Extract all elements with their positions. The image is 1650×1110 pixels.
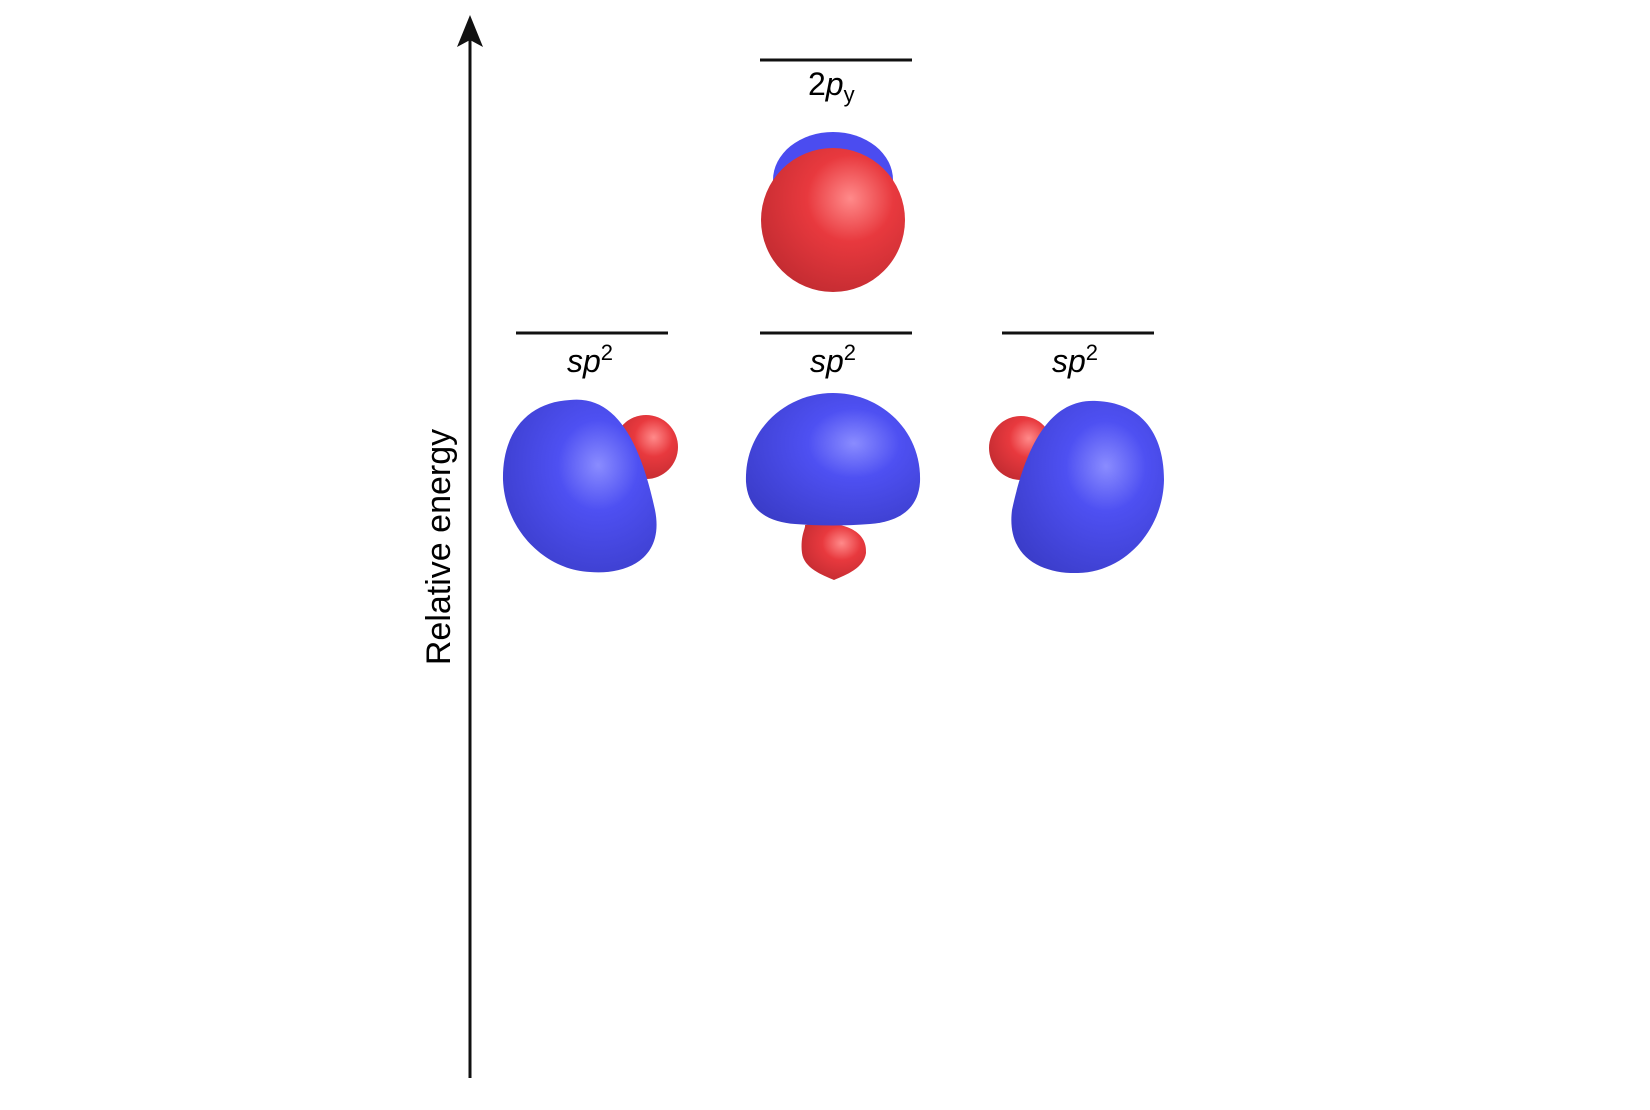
sp2-orbital-left-icon	[502, 399, 678, 573]
label-sup: 2	[601, 340, 613, 365]
axis-label: Relative energy	[420, 429, 458, 665]
p-orbital-icon	[761, 132, 905, 292]
level-label: sp2	[1052, 340, 1098, 379]
label-italic: sp	[810, 343, 844, 379]
label-sup: 2	[1086, 340, 1098, 365]
label-italic: p	[825, 66, 844, 102]
level-sp2-right: sp2	[989, 331, 1164, 574]
energy-axis: Relative energy	[420, 15, 483, 1078]
sp2-orbital-right-icon	[989, 400, 1164, 574]
label-sub: y	[844, 82, 855, 107]
label-sup: 2	[844, 340, 856, 365]
label-italic: sp	[1052, 343, 1086, 379]
level-2py: 2py	[760, 58, 912, 292]
level-label: sp2	[810, 340, 856, 379]
level-sp2-center: sp2	[745, 331, 921, 580]
axis-arrowhead	[457, 15, 483, 47]
level-label: 2py	[808, 66, 855, 107]
level-label: sp2	[567, 340, 613, 379]
label-main: 2	[808, 66, 826, 102]
sp2-orbital-center-icon	[745, 393, 921, 580]
label-italic: sp	[567, 343, 601, 379]
level-sp2-left: sp2	[502, 331, 678, 573]
